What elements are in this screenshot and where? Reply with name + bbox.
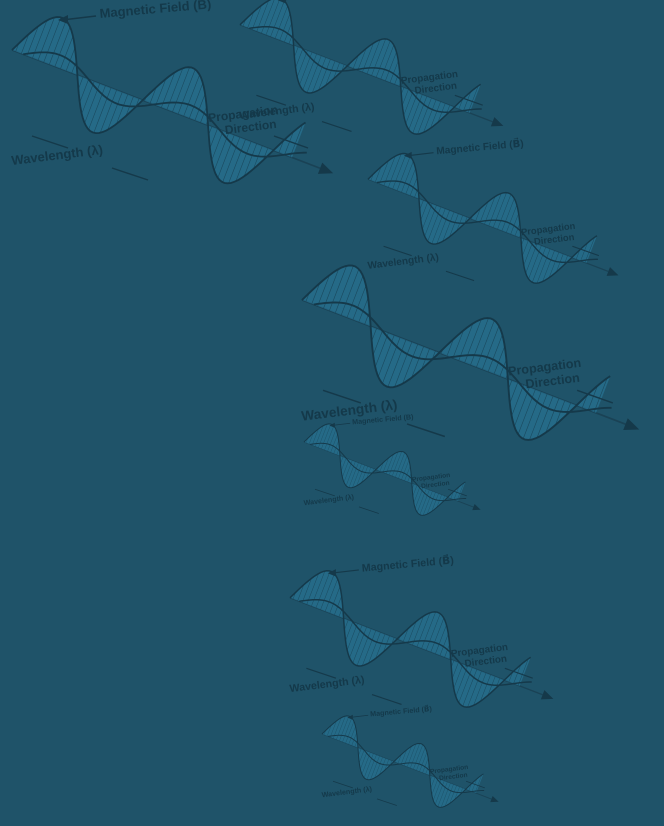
wavelength-label: Wavelength (λ)	[303, 493, 355, 507]
wavelength-arrow-left	[323, 390, 361, 403]
electric-field-wave	[313, 709, 486, 817]
wavelength-arrow-left	[32, 136, 68, 148]
magnetic-field-label: Magnetic Field (B⃗)	[370, 704, 433, 719]
wavelength-arrow-right	[322, 122, 352, 132]
wavelength-arrow-right	[372, 695, 402, 705]
magnetic-field-label: Magnetic Field (B)	[99, 0, 212, 21]
axis-arrowhead	[318, 163, 335, 179]
em-wave-diagram: Magnetic Field (B)Wavelength (λ)Propagat…	[226, 0, 518, 163]
wavelength-label: Wavelength (λ)	[367, 252, 439, 272]
axis-arrowhead	[607, 267, 621, 280]
magnetic-field-label: Magnetic Field (B⃗)	[361, 553, 455, 575]
magnetic-field-label: Magnetic Field (B⃗)	[436, 137, 524, 157]
axis-arrowhead	[490, 796, 500, 805]
axis-arrowhead	[472, 504, 482, 513]
wavelength-arrow-right	[377, 799, 397, 806]
axis-arrowhead	[491, 117, 505, 130]
wavelength-arrow-left	[306, 668, 336, 678]
em-wave-diagram: Magnetic Field (B⃗)Wavelength (λ)Propaga…	[355, 137, 632, 311]
magnetic-field-label: Magnetic Field (B)	[311, 0, 404, 2]
em-wave-diagram: Magnetic Field (B)Wavelength (λ)Propagat…	[295, 413, 491, 534]
wavelength-label: Wavelength (λ)	[11, 142, 104, 168]
wavelength-label: Wavelength (λ)	[239, 101, 316, 122]
wavelength-arrow-left	[384, 246, 412, 255]
wavelength-label: Wavelength (λ)	[321, 785, 373, 799]
axis-arrowhead	[623, 418, 641, 435]
wavelength-arrow-left	[315, 489, 335, 496]
wavelength-arrow-right	[112, 168, 148, 180]
wavelength-arrow-left	[333, 781, 353, 788]
em-wave-diagram: Magnetic Field (B⃗)Wavelength (λ)Propaga…	[313, 704, 509, 821]
wavelength-arrow-right	[407, 424, 445, 437]
wavelength-arrow-right	[446, 271, 474, 280]
wavelength-arrow-right	[359, 507, 379, 514]
axis-arrowhead	[541, 690, 555, 703]
wavelength-label: Wavelength (λ)	[289, 674, 366, 695]
